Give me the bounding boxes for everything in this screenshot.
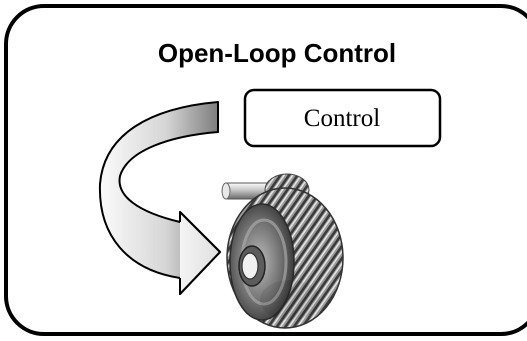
diagram-title: Open-Loop Control — [158, 38, 396, 68]
curved-arrow-icon — [98, 101, 221, 295]
control-box-label: Control — [304, 105, 380, 132]
gear-icon — [221, 173, 344, 329]
control-box: Control — [243, 88, 442, 148]
